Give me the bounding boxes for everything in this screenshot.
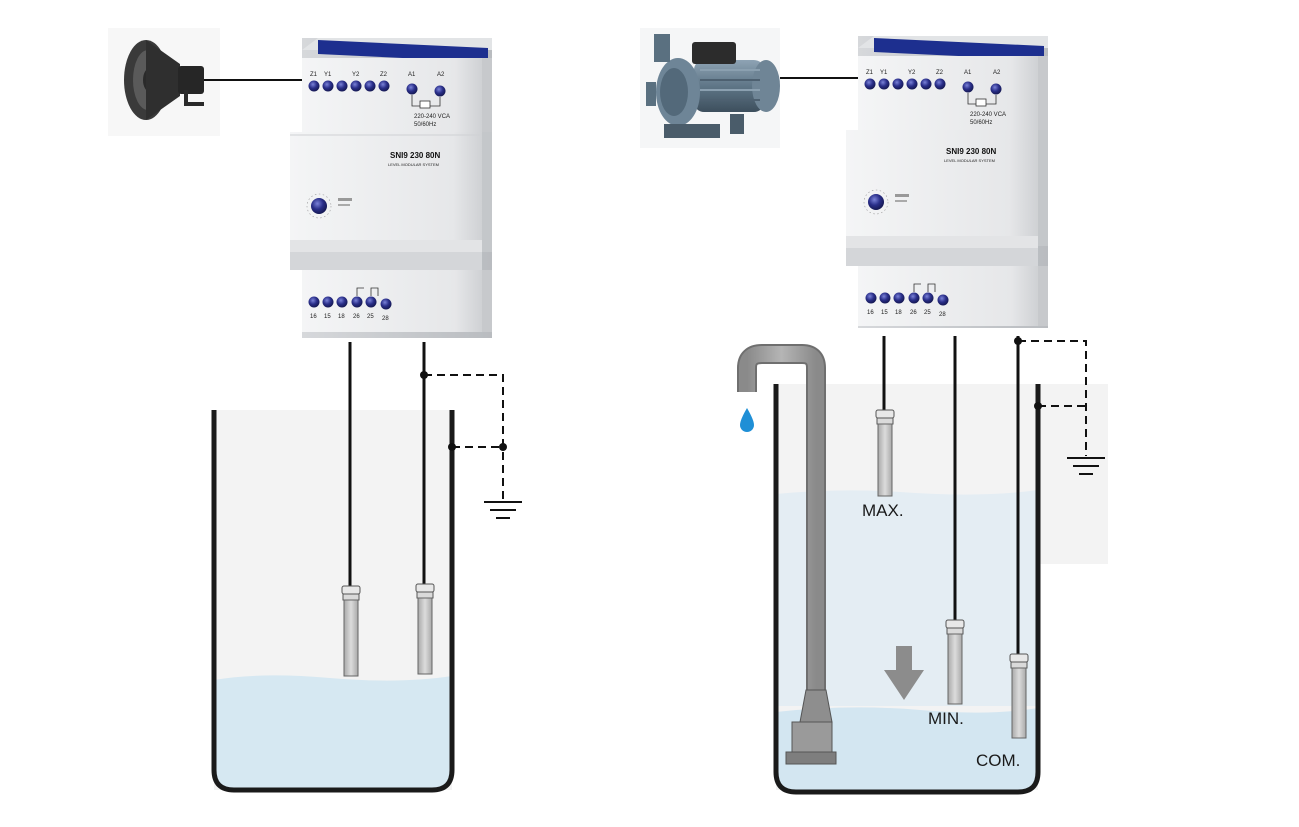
terminal-label: Z1	[866, 70, 874, 76]
terminal-label: 26	[353, 314, 360, 320]
terminal-label: 18	[338, 314, 345, 320]
probe-min	[945, 619, 965, 705]
horn-speaker-icon	[108, 28, 220, 136]
sensitivity-dial	[306, 193, 352, 219]
label-com: COM.	[976, 751, 1020, 770]
label-max: MAX.	[862, 501, 904, 520]
ground-connection	[420, 371, 507, 500]
terminal-label: Y2	[908, 70, 916, 76]
terminal-screws-bottom	[865, 283, 949, 306]
terminal-label: A2	[993, 70, 1001, 76]
water-pump-icon	[640, 28, 780, 148]
terminal-label: 15	[324, 314, 331, 320]
water-drop-icon	[740, 408, 754, 432]
terminal-label: Y2	[352, 72, 360, 78]
relay-module-right	[846, 36, 1048, 328]
model-subtitle: LEVEL MODULAR SYSTEM	[944, 158, 995, 163]
level-probe	[341, 585, 361, 677]
terminal-label: 16	[867, 310, 874, 316]
ground-icon	[1067, 457, 1105, 475]
terminal-label: A2	[437, 72, 445, 78]
supply-label: 220-240 VCA	[414, 114, 450, 120]
ground-icon	[484, 501, 522, 519]
terminal-screws-top	[864, 78, 1002, 107]
sensitivity-dial	[863, 189, 909, 215]
probe-max	[875, 409, 895, 497]
label-min: MIN.	[928, 709, 964, 728]
terminal-label: 28	[939, 312, 946, 318]
model-subtitle: LEVEL MODULAR SYSTEM	[388, 162, 439, 167]
terminal-label: 16	[310, 314, 317, 320]
terminal-label: Z1	[310, 72, 318, 78]
arrow-down-icon	[884, 646, 924, 700]
suction-pipe	[737, 344, 837, 765]
model-label: SNI9 230 80N	[946, 147, 996, 156]
terminal-label: Z2	[936, 70, 944, 76]
ground-connection	[1014, 337, 1087, 456]
terminal-label: A1	[964, 70, 972, 76]
terminal-label: 15	[881, 310, 888, 316]
terminal-label: 25	[367, 314, 374, 320]
terminal-label: Y1	[880, 70, 888, 76]
tank-left	[211, 410, 455, 793]
model-label: SNI9 230 80N	[390, 151, 440, 160]
level-probe	[415, 583, 435, 675]
relay-module-left	[290, 38, 492, 338]
terminal-label: 18	[895, 310, 902, 316]
frequency-label: 50/60Hz	[414, 122, 436, 128]
frequency-label: 50/60Hz	[970, 120, 992, 126]
terminal-label: 28	[382, 316, 389, 322]
supply-label: 220-240 VCA	[970, 112, 1006, 118]
terminal-label: Z2	[380, 72, 388, 78]
terminal-label: 26	[910, 310, 917, 316]
terminal-label: Y1	[324, 72, 332, 78]
terminal-label: 25	[924, 310, 931, 316]
terminal-label: A1	[408, 72, 416, 78]
terminal-screws-bottom	[308, 287, 392, 310]
probe-com	[1009, 653, 1029, 739]
terminal-screws-top	[308, 80, 446, 109]
